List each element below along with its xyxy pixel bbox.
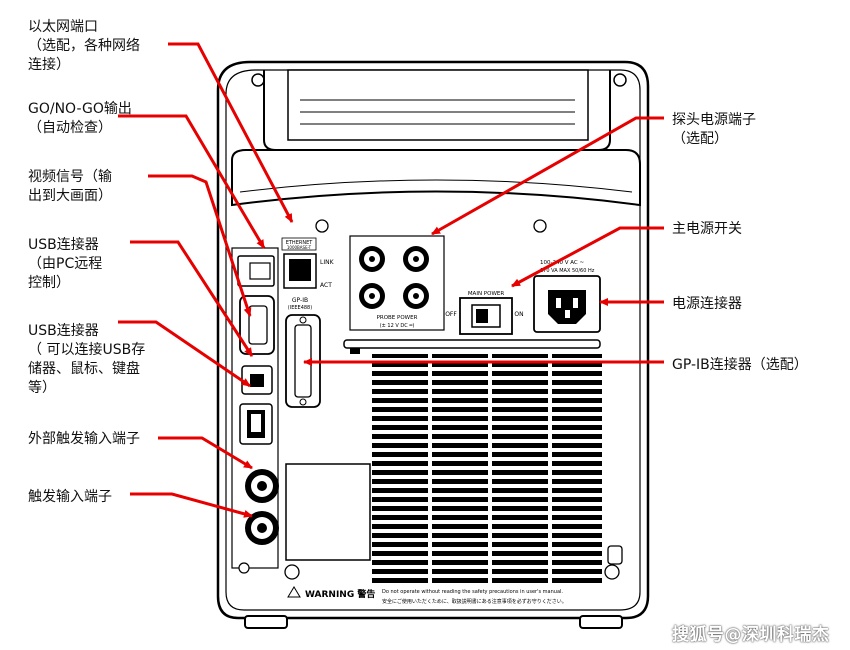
option-slot	[285, 463, 371, 561]
probe-power-panel	[349, 235, 445, 331]
label-gonogo: GO/NO-GO输出（自动检查）	[28, 101, 132, 136]
foot-left	[244, 615, 288, 629]
label-power-connector: 电源连接器	[672, 296, 742, 312]
arrow-video	[148, 174, 252, 317]
callout-arrows	[118, 42, 664, 518]
foot-right	[579, 615, 623, 629]
link-label: LINK	[320, 259, 335, 266]
label-main-switch: 主电源开关	[672, 221, 742, 237]
arrow-probe-power	[431, 116, 664, 236]
label-probe-power: 探头电源端子（选配）	[672, 112, 756, 147]
label-ethernet: 以太网端口（选配，各种网络连接）	[28, 19, 140, 73]
ventilation-grille	[372, 354, 602, 584]
arrow-gonogo	[118, 114, 266, 249]
probe-voltage-text: (± 12 V DC ═)	[380, 323, 415, 329]
probe-power-text: PROBE POWER	[377, 315, 418, 321]
arrow-usb-pc	[130, 240, 254, 357]
gpib-sub: (IEEE488)	[288, 305, 312, 311]
main-power-text: MAIN POWER	[468, 291, 505, 297]
watermark: 搜狐号@深圳科瑞杰	[672, 625, 830, 645]
arrow-trigger-in	[130, 492, 253, 518]
voltage-line2: 170 VA MAX 50/60 Hz	[540, 268, 595, 274]
label-ext-trigger: 外部触发输入端子	[28, 431, 140, 447]
gpib-tag: GP-IB	[292, 297, 308, 304]
voltage-line1: 100-240 V AC ~	[540, 260, 584, 266]
on-label: ON	[514, 311, 523, 318]
warning-en: Do not operate without reading the safet…	[382, 589, 563, 595]
label-usb-pc: USB连接器（由PC远程控制）	[28, 237, 103, 291]
label-video: 视频信号（输出到大画面）	[28, 169, 112, 204]
arrow-ext-trigger	[158, 436, 253, 470]
act-label: ACT	[320, 282, 332, 289]
arrow-ethernet	[168, 42, 294, 223]
ethernet-tag: ETHERNET	[286, 240, 314, 246]
label-gpib: GP-IB连接器（选配）	[672, 357, 808, 373]
probe-power-connectors	[359, 246, 429, 309]
ethernet-sub: 1000BASE-T	[287, 245, 312, 250]
warning-title: WARNING 警告	[305, 588, 375, 600]
arrow-main-switch	[511, 226, 664, 288]
label-trigger-in: 触发输入端子	[28, 489, 112, 505]
warning-jp: 安全にご使用いただくために、取扱説明書にある注意事項を必ずお守りください。	[382, 598, 567, 605]
arrow-usb-storage	[118, 320, 251, 388]
label-usb-storage: USB连接器（ 可以连接USB存储器、鼠标、键盘等）	[28, 323, 146, 396]
off-label: OFF	[445, 311, 457, 318]
